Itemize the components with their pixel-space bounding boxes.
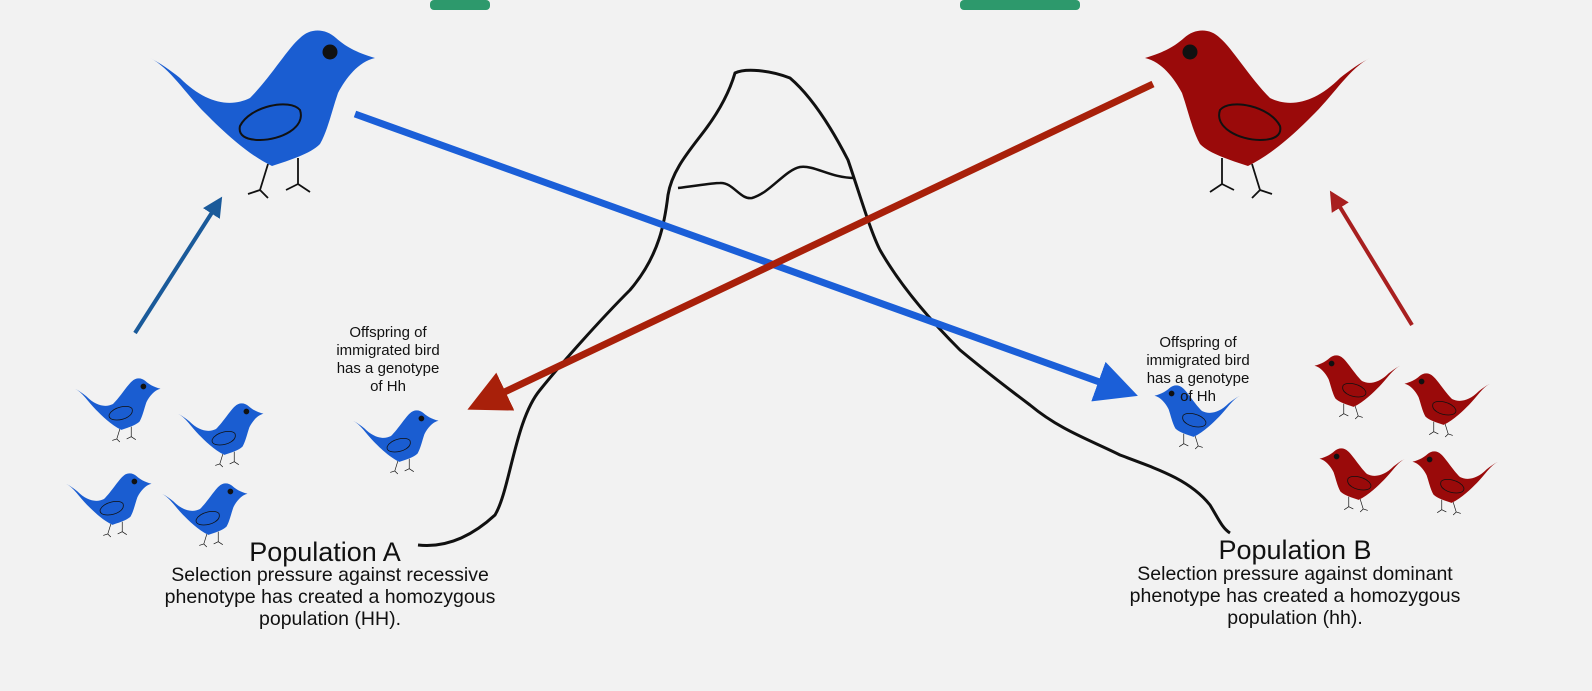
offspring-left-line: Offspring of bbox=[349, 324, 427, 341]
population-b-description: Selection pressure against dominant phen… bbox=[1070, 563, 1520, 629]
population-a-desc-line: phenotype has created a homozygous bbox=[164, 585, 496, 608]
red-bird-icon bbox=[1144, 29, 1371, 199]
offspring-right-line: Offspring of bbox=[1159, 334, 1237, 351]
blue-bird-icon bbox=[177, 402, 264, 468]
population-a-description: Selection pressure against recessive phe… bbox=[110, 564, 550, 630]
offspring-bird-icon bbox=[352, 409, 439, 475]
offspring-right-line: of Hh bbox=[1180, 388, 1216, 405]
population-a-name: Population A bbox=[249, 537, 401, 567]
red-bird-icon bbox=[1412, 450, 1499, 516]
offspring-right-label: Offspring of immigrated bird has a genot… bbox=[1128, 334, 1268, 406]
blue-bird-icon bbox=[149, 29, 376, 199]
title-fragment bbox=[960, 0, 1080, 10]
red-bird-icon bbox=[1404, 372, 1491, 438]
offspring-left-line: immigrated bird bbox=[336, 342, 440, 359]
population-b-desc-line: population (hh). bbox=[1227, 606, 1363, 629]
blue-bird-icon bbox=[65, 472, 152, 538]
population-a-desc-line: Selection pressure against recessive bbox=[171, 564, 489, 586]
blue-migration-arrow bbox=[353, 110, 1138, 402]
red-migration-arrow bbox=[467, 80, 1155, 411]
offspring-right-line: has a genotype bbox=[1146, 370, 1250, 387]
red-selection-arrow bbox=[1329, 190, 1414, 327]
population-b-name: Population B bbox=[1218, 535, 1372, 565]
population-a-desc-line: population (HH). bbox=[259, 607, 401, 630]
title-fragment bbox=[430, 0, 490, 10]
offspring-right-line: immigrated bird bbox=[1146, 352, 1250, 369]
blue-bird-icon bbox=[74, 377, 161, 443]
offspring-left-line: has a genotype bbox=[336, 360, 440, 377]
offspring-left-line: of Hh bbox=[370, 378, 406, 395]
offspring-left-label: Offspring of immigrated bird has a genot… bbox=[318, 324, 458, 396]
population-b-desc-line: phenotype has created a homozygous bbox=[1129, 584, 1461, 607]
population-b-desc-line: Selection pressure against dominant bbox=[1137, 563, 1453, 585]
red-bird-icon bbox=[1314, 354, 1401, 420]
red-bird-icon bbox=[1319, 447, 1406, 513]
blue-selection-arrow bbox=[133, 196, 223, 335]
mountain-outline bbox=[417, 68, 1231, 548]
mountain-snowline bbox=[677, 165, 856, 200]
